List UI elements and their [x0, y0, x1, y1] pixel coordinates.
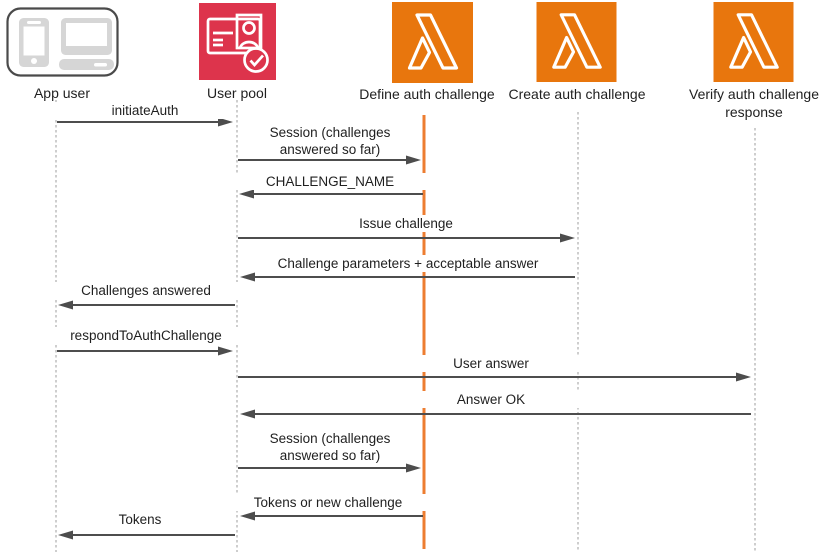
message-arrow-4: [240, 272, 575, 282]
lambda-icon: [713, 2, 794, 82]
message-label-0: initiateAuth: [55, 102, 235, 119]
arrowhead-icon: [218, 346, 233, 356]
message-arrow-7: [238, 372, 751, 382]
arrowhead-icon: [560, 233, 575, 243]
actor-icon-create-auth-challenge: [536, 2, 617, 82]
message-label-3: Issue challenge: [281, 215, 531, 232]
message-label-5: Challenges answered: [46, 282, 246, 299]
arrowhead-icon: [239, 189, 254, 199]
actor-icon-verify-auth-challenge: [713, 2, 794, 82]
arrowhead-icon: [58, 530, 73, 540]
message-label-8: Answer OK: [391, 391, 591, 408]
message-label-10: Tokens or new challenge: [213, 494, 443, 511]
message-arrow-0: [57, 117, 233, 127]
message-arrow-3: [238, 233, 575, 243]
message-label-4: Challenge parameters + acceptable answer: [243, 255, 573, 272]
message-arrow-9: [238, 463, 421, 473]
message-label-9: Session (challenges answered so far): [254, 430, 406, 464]
message-arrow-2: [239, 189, 423, 199]
arrowhead-icon: [240, 409, 255, 419]
actor-label-user-pool: User pool: [207, 85, 267, 101]
message-arrow-5: [58, 300, 235, 310]
lambda-icon: [392, 2, 473, 83]
message-arrow-1: [238, 155, 421, 165]
actor-icon-app-user: [6, 7, 119, 77]
message-arrow-6: [57, 346, 233, 356]
message-label-6: respondToAuthChallenge: [36, 327, 256, 344]
arrowhead-icon: [240, 272, 255, 282]
arrowhead-icon: [218, 117, 233, 127]
message-arrow-8: [240, 409, 751, 419]
user-pool-icon: [199, 3, 276, 80]
message-label-11: Tokens: [60, 511, 220, 528]
arrowhead-icon: [736, 372, 751, 382]
actor-label-verify-auth-challenge: Verify auth challenge response: [689, 86, 819, 120]
actor-icon-user-pool: [199, 3, 276, 80]
message-label-2: CHALLENGE_NAME: [205, 173, 455, 190]
message-label-7: User answer: [391, 355, 591, 372]
arrowhead-icon: [240, 511, 255, 521]
arrowhead-icon: [406, 463, 421, 473]
lambda-icon: [536, 2, 617, 82]
actor-label-create-auth-challenge: Create auth challenge: [508, 86, 646, 102]
arrowhead-icon: [406, 155, 421, 165]
actor-label-define-auth-challenge: Define auth challenge: [359, 86, 495, 102]
message-arrow-11: [58, 530, 235, 540]
actor-icon-define-auth-challenge: [391, 2, 474, 83]
devices-icon: [6, 7, 119, 77]
message-label-1: Session (challenges answered so far): [254, 124, 406, 158]
arrowhead-icon: [58, 300, 73, 310]
message-arrow-10: [240, 511, 423, 521]
actor-label-app-user: App user: [33, 85, 91, 101]
